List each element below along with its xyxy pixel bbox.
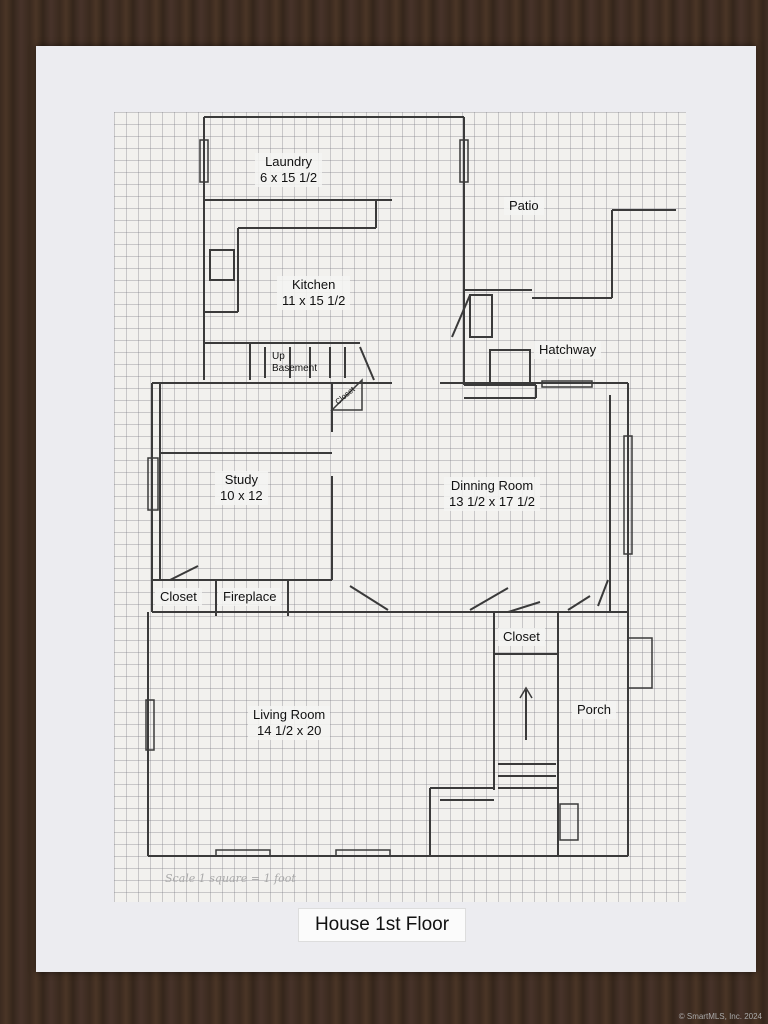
- basement-up: Up: [272, 351, 285, 362]
- hall-closet-label: Closet: [498, 628, 545, 646]
- porch-label: Porch: [572, 701, 616, 719]
- graph-paper: [114, 112, 686, 902]
- laundry-size: 6 x 15 1/2: [260, 170, 318, 185]
- study-closet-label: Closet: [155, 588, 202, 606]
- kitchen-size: 11 x 15 1/2: [282, 293, 346, 308]
- dining-name: Dinning Room: [450, 478, 534, 493]
- laundry-name: Laundry: [265, 154, 313, 169]
- scale-note: Scale 1 square = 1 foot: [165, 872, 296, 885]
- laundry-label: Laundry 6 x 15 1/2: [255, 153, 323, 187]
- kitchen-name: Kitchen: [292, 277, 336, 292]
- kitchen-label: Kitchen 11 x 15 1/2: [277, 276, 351, 310]
- fireplace-label: Fireplace: [218, 588, 282, 606]
- study-label: Study 10 x 12: [215, 471, 268, 505]
- study-name: Study: [224, 472, 258, 487]
- living-room-name: Living Room: [253, 707, 326, 722]
- dining-size: 13 1/2 x 17 1/2: [449, 494, 536, 509]
- living-room-size: 14 1/2 x 20: [256, 723, 322, 738]
- hatchway-label: Hatchway: [534, 341, 602, 359]
- basement-label: Up Basement: [272, 351, 317, 375]
- copyright-watermark: © SmartMLS, Inc. 2024: [678, 1012, 762, 1021]
- patio-label: Patio: [504, 197, 544, 215]
- living-room-label: Living Room 14 1/2 x 20: [248, 706, 331, 740]
- basement-name: Basement: [272, 363, 318, 374]
- dining-label: Dinning Room 13 1/2 x 17 1/2: [444, 477, 541, 511]
- study-size: 10 x 12: [220, 488, 263, 503]
- floor-title: House 1st Floor: [298, 908, 466, 942]
